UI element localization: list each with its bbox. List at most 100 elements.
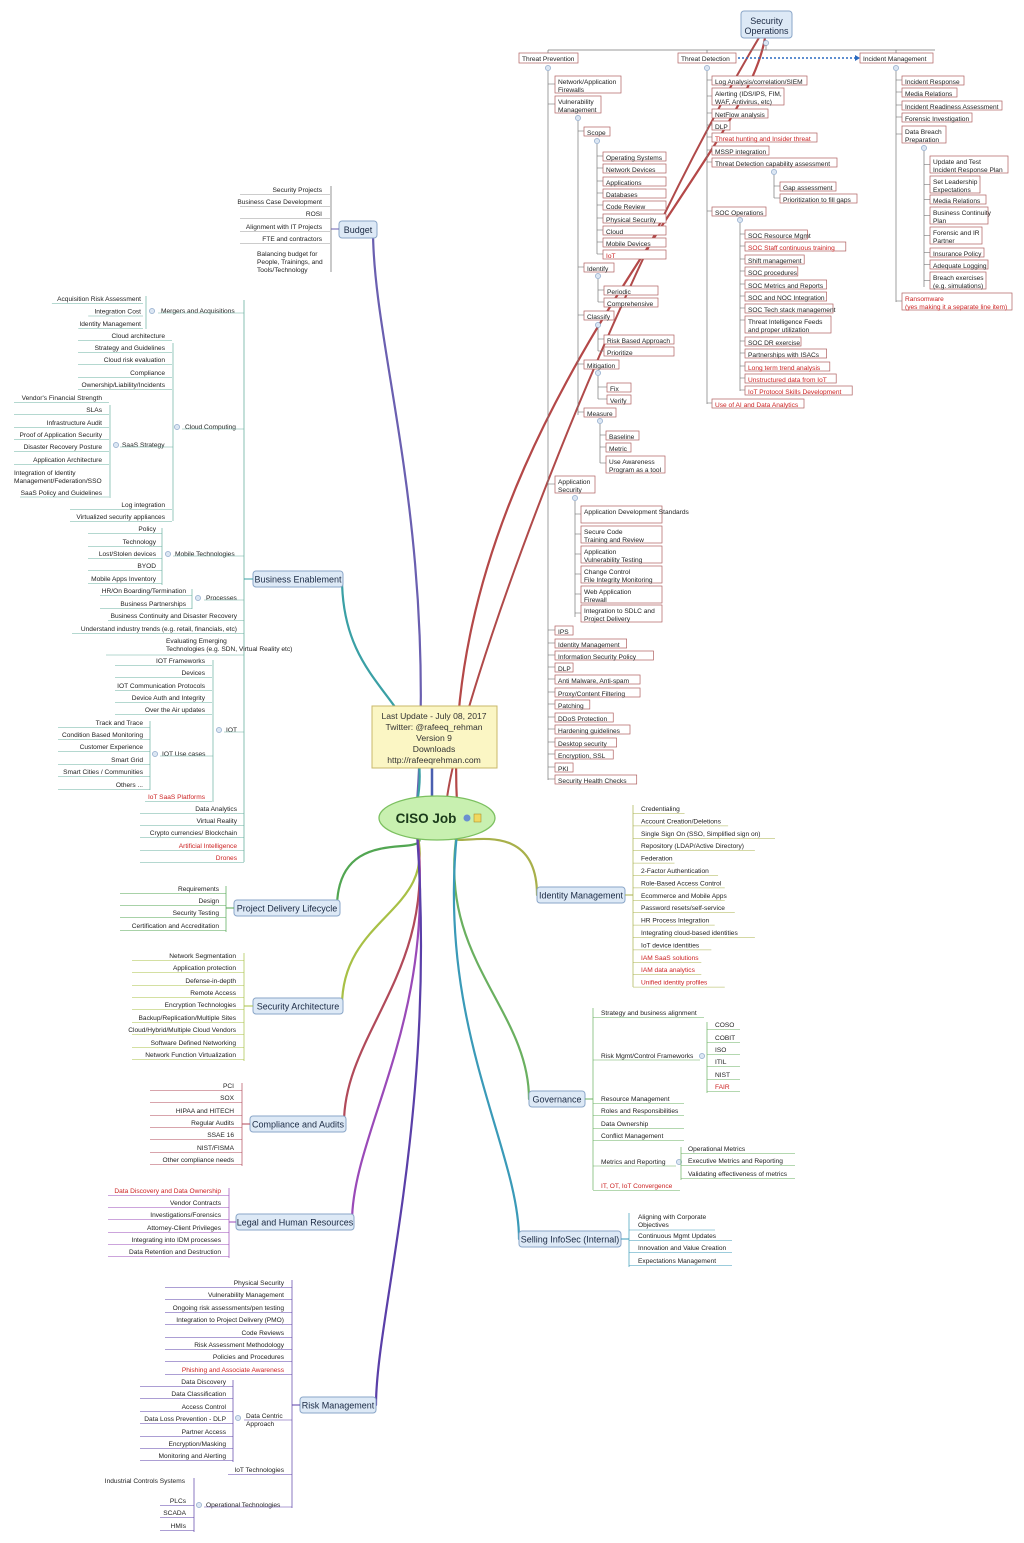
node-roles-and-responsibilities: Roles and Responsibilities — [601, 1108, 679, 1115]
node-box — [602, 163, 667, 174]
node-box — [711, 108, 769, 119]
node-iso: ISO — [715, 1047, 726, 1054]
collapse-toggle[interactable] — [196, 1502, 202, 1508]
node-code-reviews: Code Reviews — [241, 1330, 284, 1337]
collapse-toggle[interactable] — [921, 145, 927, 151]
node-data-classification: Data Classification — [171, 1391, 226, 1398]
node-fix: Fix — [610, 386, 619, 393]
node-box — [580, 525, 663, 544]
node-strategy-and-business-alignment: Strategy and business alignment — [601, 1010, 697, 1017]
collapse-toggle[interactable] — [572, 495, 578, 501]
node-policies-and-procedures: Policies and Procedures — [213, 1354, 285, 1361]
node-alerting-ids-ips-fim-waf-antivirus-etc: Alerting (IDS/IPS, FIM,WAF, Antivirus, e… — [715, 91, 782, 106]
node-other-compliance-needs: Other compliance needs — [163, 1157, 235, 1164]
collapse-toggle[interactable] — [152, 751, 158, 757]
collapse-toggle[interactable] — [235, 1415, 241, 1421]
node-scope: Scope — [587, 130, 606, 137]
node-box — [554, 749, 614, 760]
node-risk-assessment-methodology: Risk Assessment Methodology — [194, 1342, 284, 1349]
collapse-toggle[interactable] — [595, 273, 601, 279]
node-security-health-checks: Security Health Checks — [558, 778, 627, 785]
branch-curve — [371, 228, 422, 805]
node-partner-access: Partner Access — [182, 1429, 227, 1436]
node-business-case-development: Business Case Development — [237, 199, 322, 206]
collapse-toggle[interactable] — [165, 551, 171, 557]
topic-security-architecture-label: Security Architecture — [257, 1002, 340, 1012]
collapse-toggle[interactable] — [763, 40, 769, 46]
collapse-toggle[interactable] — [704, 65, 710, 71]
node-coso: COSO — [715, 1022, 734, 1029]
collapse-toggle[interactable] — [595, 322, 601, 328]
node-industrial-controls-systems: Industrial Controls Systems — [105, 1478, 186, 1485]
topic-security-operations[interactable] — [740, 10, 793, 39]
node-crypto-currencies-blockchain: Crypto currencies/ Blockchain — [150, 830, 238, 837]
collapse-toggle[interactable] — [676, 1159, 682, 1165]
node-certification-and-accreditation: Certification and Accreditation — [132, 923, 220, 930]
collapse-toggle[interactable] — [594, 138, 600, 144]
node-virtual-reality: Virtual Reality — [196, 818, 237, 825]
node-soc-staff-continuous-training: SOC Staff continuous training — [748, 245, 835, 252]
collapse-toggle[interactable] — [195, 595, 201, 601]
node-adequate-logging: Adequate Logging — [933, 263, 987, 270]
node-access-control: Access Control — [182, 1404, 227, 1411]
node-infrastructure-audit: Infrastructure Audit — [47, 420, 103, 427]
collapse-toggle[interactable] — [113, 442, 119, 448]
node-iot-frameworks: IOT Frameworks — [156, 658, 206, 665]
node-hipaa-and-hitech: HIPAA and HITECH — [176, 1108, 234, 1115]
node-box — [744, 373, 837, 384]
collapse-toggle[interactable] — [597, 418, 603, 424]
node-anti-malware-anti-spam: Anti Malware, Anti-spam — [558, 678, 630, 685]
node-regular-audits: Regular Audits — [191, 1120, 235, 1127]
node-vendor-contracts: Vendor Contracts — [170, 1200, 222, 1207]
node-data-ownership: Data Ownership — [601, 1121, 649, 1128]
collapse-toggle[interactable] — [737, 217, 743, 223]
node-expectations-management: Expectations Management — [638, 1258, 716, 1265]
node-hmis: HMIs — [171, 1523, 187, 1530]
central-topic[interactable] — [378, 795, 496, 841]
node-role-based-access-control: Role-Based Access Control — [641, 880, 722, 887]
node-metric: Metric — [609, 446, 628, 453]
topic-identity-management-label: Identity Management — [539, 891, 624, 901]
node-box — [744, 336, 802, 347]
node-network-devices: Network Devices — [606, 167, 656, 174]
node-strategy-and-guidelines: Strategy and Guidelines — [95, 345, 166, 352]
node-soc-resource-mgmt: SOC Resource Mgmt — [748, 233, 811, 240]
node-defense-in-depth: Defense-in-depth — [185, 978, 236, 985]
collapse-toggle[interactable] — [595, 370, 601, 376]
node-box — [580, 604, 663, 623]
node-box — [554, 674, 641, 685]
collapse-toggle[interactable] — [545, 65, 551, 71]
node-business-continuity-and-disaster-recovery: Business Continuity and Disaster Recover… — [111, 613, 238, 620]
node-box — [554, 662, 574, 673]
collapse-toggle[interactable] — [699, 1053, 705, 1059]
node-box — [580, 505, 663, 524]
node-incident-readiness-assessment: Incident Readiness Assessment — [905, 104, 999, 111]
collapse-toggle[interactable] — [174, 424, 180, 430]
node-phishing-and-associate-awareness: Phishing and Associate Awareness — [182, 1367, 285, 1374]
collapse-toggle[interactable] — [771, 169, 777, 175]
collapse-toggle[interactable] — [575, 115, 581, 121]
node-physical-security: Physical Security — [606, 217, 657, 224]
node-applications: Applications — [606, 180, 642, 187]
collapse-toggle[interactable] — [216, 727, 222, 733]
arrow-head — [855, 55, 860, 61]
node-comprehensive: Comprehensive — [607, 301, 654, 308]
node-mitigation: Mitigation — [587, 363, 616, 370]
node-box — [744, 229, 808, 240]
node-attorney-client-privileges: Attorney-Client Privileges — [147, 1225, 222, 1232]
node-policy: Policy — [138, 526, 156, 533]
note-line: http://rafeeqrehman.com — [387, 755, 481, 765]
collapse-toggle[interactable] — [893, 65, 899, 71]
node-box — [554, 699, 591, 710]
node-customer-experience: Customer Experience — [80, 744, 144, 751]
node-nist-fisma: NIST/FISMA — [197, 1145, 235, 1152]
node-box — [606, 394, 632, 405]
note-line: Downloads — [413, 744, 456, 754]
node-backup-replication-multiple-sites: Backup/Replication/Multiple Sites — [139, 1015, 237, 1022]
node-box — [711, 157, 838, 168]
node-unstructured-data-from-iot: Unstructured data from IoT — [748, 377, 827, 384]
collapse-toggle[interactable] — [149, 308, 155, 314]
